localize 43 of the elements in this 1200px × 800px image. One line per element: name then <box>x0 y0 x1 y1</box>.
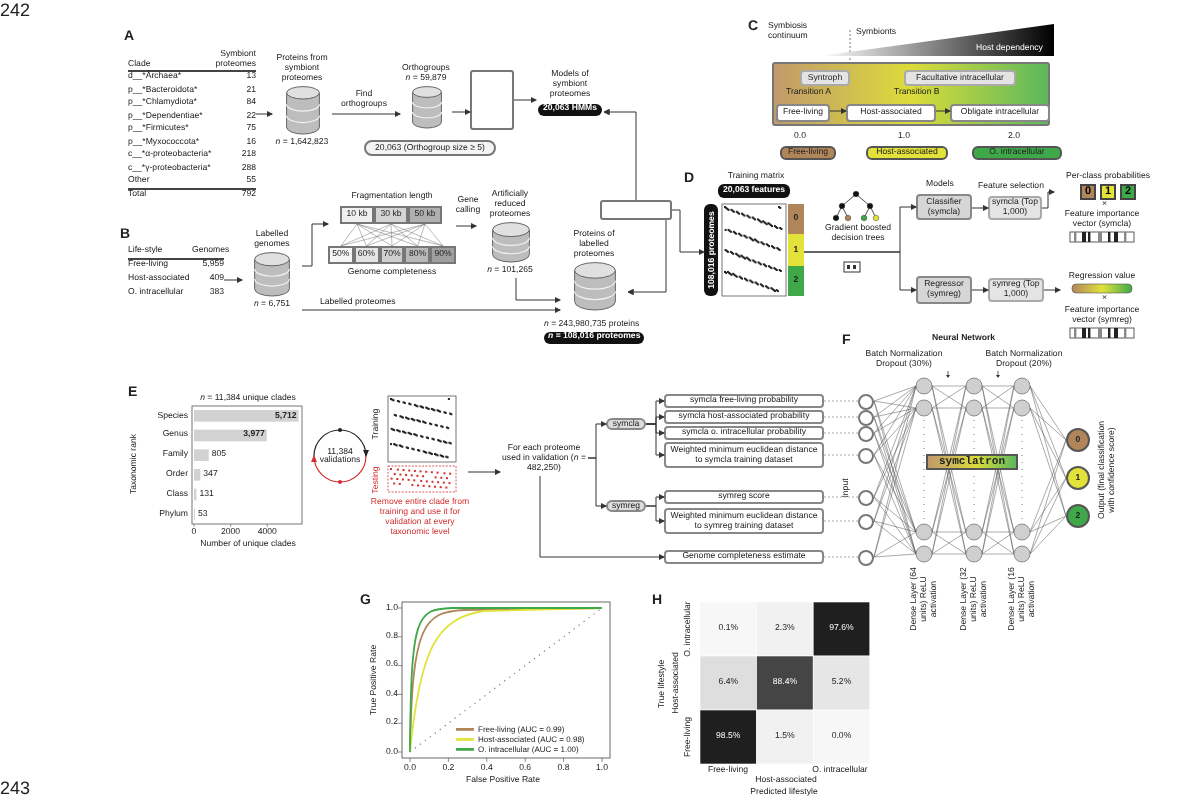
input-neuron <box>858 409 874 425</box>
arrow <box>971 204 989 212</box>
arrow <box>455 222 477 230</box>
arrow <box>645 505 665 525</box>
arrow <box>645 423 665 459</box>
input-neuron <box>858 549 874 565</box>
input-neuron <box>858 513 874 529</box>
arrow <box>255 110 273 118</box>
arrow <box>1043 286 1061 294</box>
arrow <box>515 277 561 304</box>
arrow <box>587 457 607 510</box>
input-neuron <box>858 393 874 409</box>
arrow <box>627 219 667 296</box>
arrow <box>451 108 471 116</box>
process-box <box>600 200 672 220</box>
arrow <box>467 468 501 476</box>
arrow <box>301 306 561 314</box>
connector-line <box>823 556 859 558</box>
arrow <box>539 475 665 561</box>
arrow <box>603 108 637 201</box>
connector-line <box>823 520 859 522</box>
gradient-band <box>772 62 1050 126</box>
process-box <box>470 70 514 130</box>
arrow <box>513 96 537 104</box>
arrow <box>935 107 951 115</box>
line-number: 242 <box>0 0 31 21</box>
arrow <box>971 286 989 294</box>
arrow <box>1041 188 1055 209</box>
arrow <box>671 209 705 256</box>
connector-line <box>823 454 859 456</box>
connector-line <box>823 432 859 434</box>
line-number: 243 <box>0 778 31 799</box>
connector-line <box>823 416 859 418</box>
input-neuron <box>858 447 874 463</box>
arrow <box>301 220 329 267</box>
arrow <box>829 107 847 115</box>
input-neuron <box>858 425 874 441</box>
connector-line <box>823 496 859 498</box>
connector-line <box>823 400 859 402</box>
arrow <box>803 251 917 294</box>
input-neuron <box>858 489 874 505</box>
arrow <box>223 276 243 284</box>
arrow <box>331 110 401 118</box>
